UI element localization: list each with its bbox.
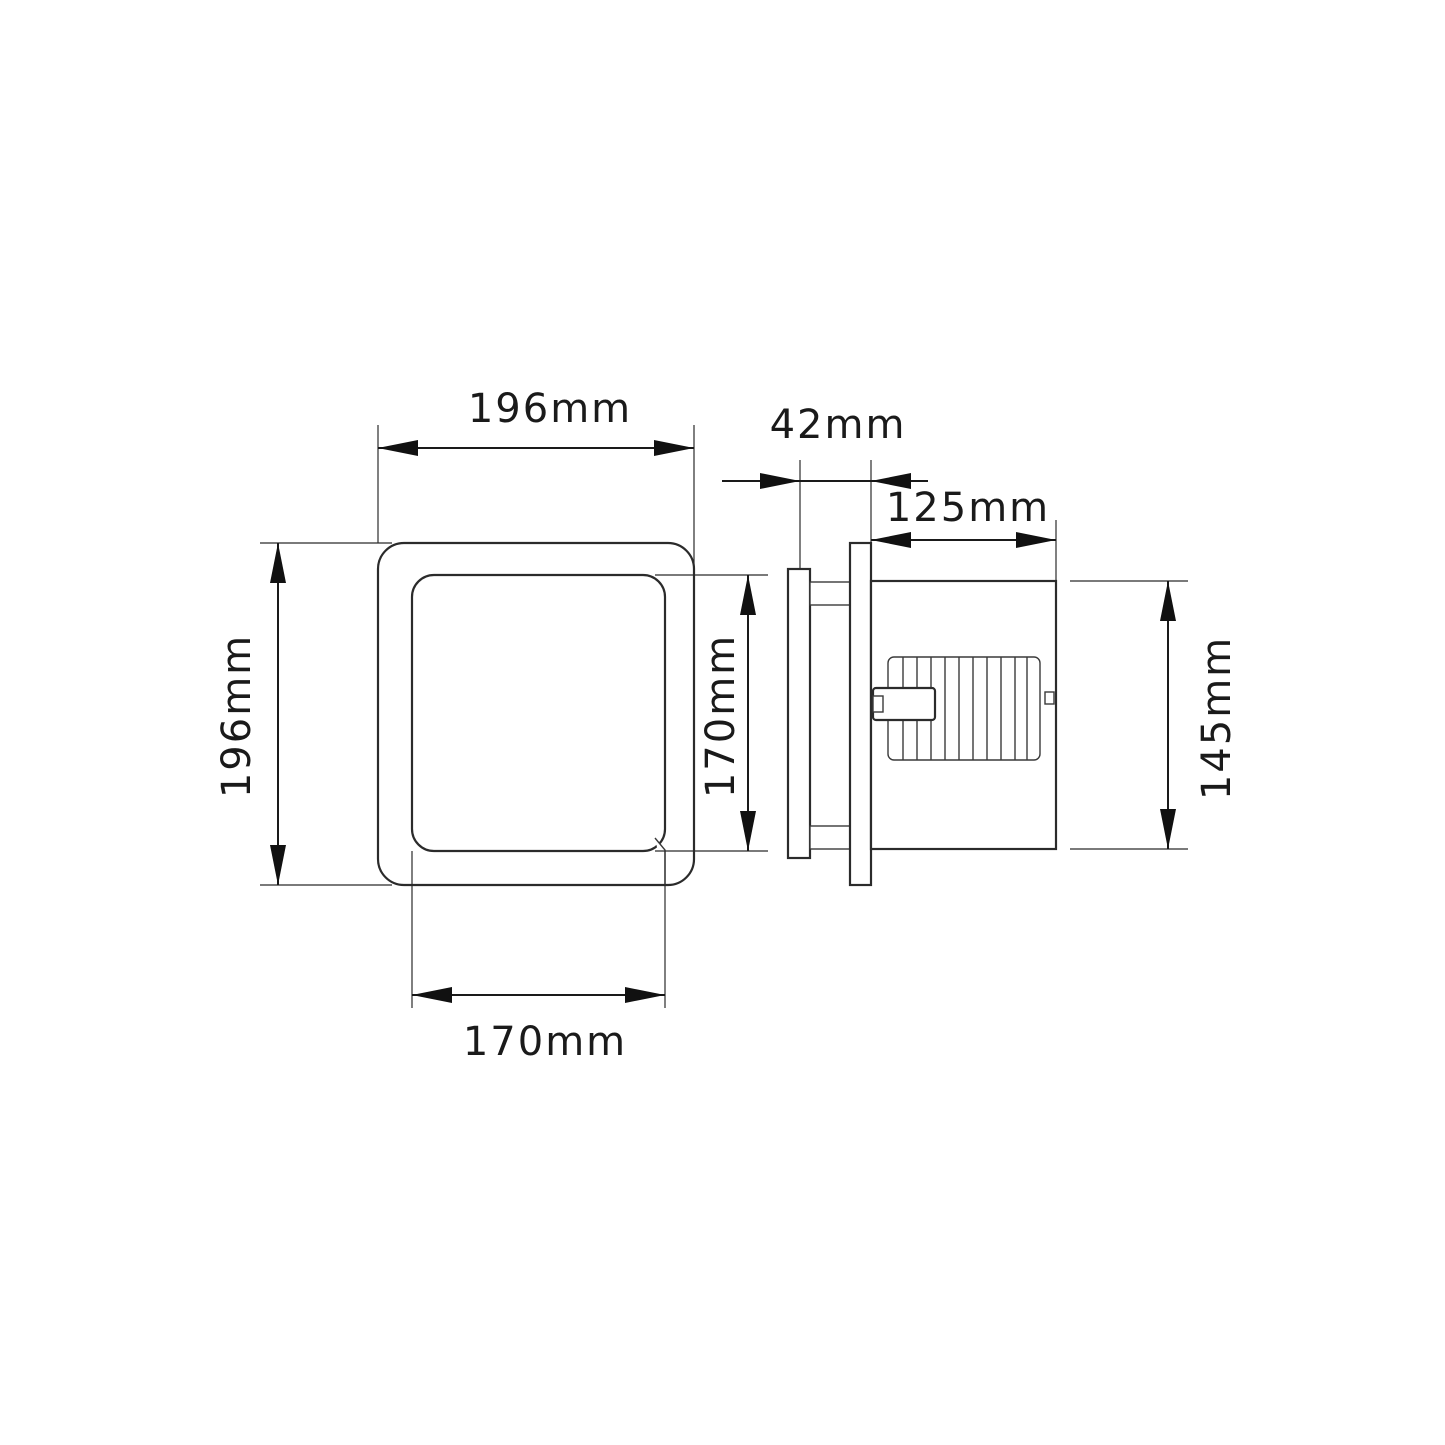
label-inner-height: 170mm xyxy=(698,634,744,798)
label-plate-thickness: 42mm xyxy=(770,402,907,448)
label-top-width: 196mm xyxy=(468,386,632,432)
heat-sink xyxy=(887,656,1041,761)
side-mount-flange xyxy=(848,541,873,887)
label-body-height: 145mm xyxy=(1194,636,1240,800)
side-connector-top xyxy=(809,581,851,606)
front-view: 196mm 196mm 170mm 170mm xyxy=(214,386,768,1065)
label-body-depth: 125mm xyxy=(886,485,1050,531)
side-connector-bottom xyxy=(809,825,851,850)
label-bottom-width: 170mm xyxy=(463,1019,627,1065)
front-inner-panel xyxy=(410,573,667,853)
side-bracket-tab xyxy=(872,695,884,713)
label-left-height: 196mm xyxy=(214,634,260,798)
side-front-plate xyxy=(786,567,812,860)
side-view: 42mm 125mm 145mm xyxy=(722,402,1240,887)
side-rear-bolt xyxy=(1044,691,1055,705)
